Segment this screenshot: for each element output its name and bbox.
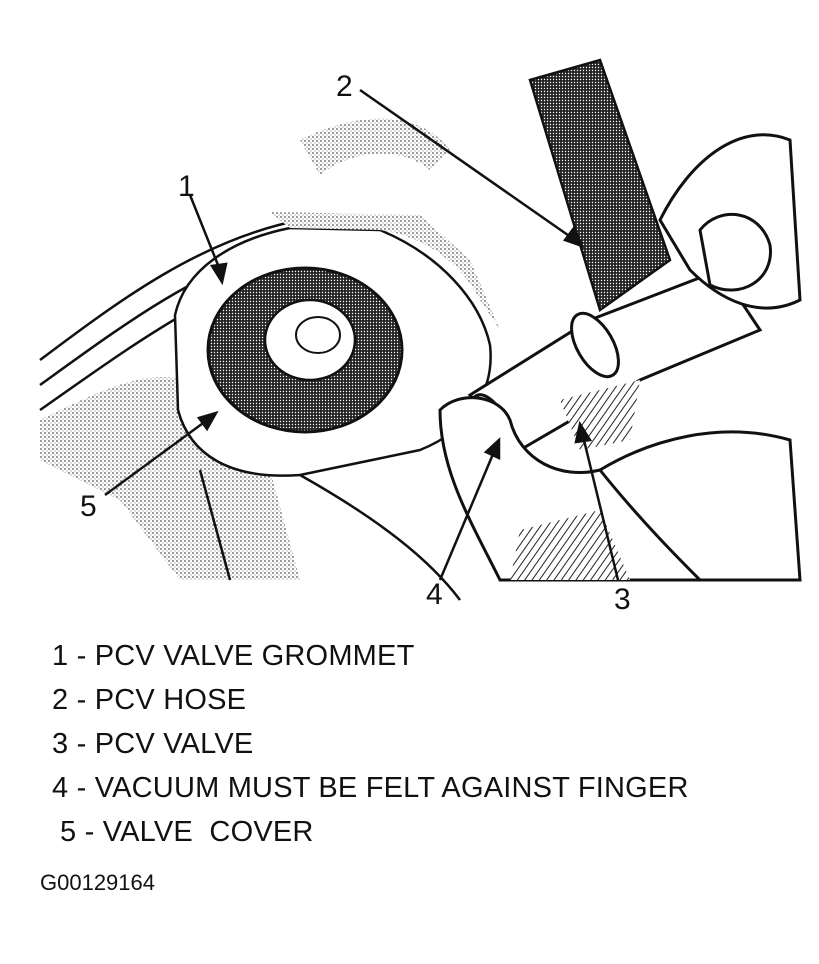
legend-text: VALVE COVER [102, 816, 314, 848]
figure-id: G00129164 [40, 870, 155, 895]
legend-item: 4 - VACUUM MUST BE FELT AGAINST FINGER [52, 766, 689, 810]
legend-text: PCV VALVE GROMMET [94, 640, 415, 672]
legend-number: 5 [60, 816, 77, 848]
legend-number: 3 [52, 728, 69, 760]
pcv-valve-grommet [206, 266, 404, 434]
legend-separator: - [68, 772, 95, 804]
legend-text: VACUUM MUST BE FELT AGAINST FINGER [94, 772, 689, 804]
legend-separator: - [68, 728, 95, 760]
callout-3: 3 [614, 583, 631, 616]
legend-separator: - [68, 640, 95, 672]
legend-item: 2 - PCV HOSE [52, 678, 689, 722]
legend-number: 1 [52, 640, 69, 672]
callout-2: 2 [336, 70, 353, 103]
pcv-hose [528, 58, 672, 313]
pcv-valve-illustration [39, 58, 802, 601]
legend-item: 1 - PCV VALVE GROMMET [52, 634, 689, 678]
legend-text: PCV VALVE [94, 728, 254, 760]
legend-text: PCV HOSE [94, 684, 247, 716]
legend-item: 5 - VALVE COVER [52, 810, 689, 854]
legend-number: 2 [52, 684, 69, 716]
legend-item: 3 - PCV VALVE [52, 722, 689, 766]
callout-5: 5 [80, 490, 97, 523]
legend: 1 - PCV VALVE GROMMET 2 - PCV HOSE 3 - P… [52, 634, 689, 854]
legend-separator: - [76, 816, 103, 848]
legend-separator: - [68, 684, 95, 716]
callout-arrows [104, 88, 620, 581]
callout-4: 4 [426, 578, 443, 611]
legend-number: 4 [52, 772, 69, 804]
callout-1: 1 [178, 170, 195, 203]
